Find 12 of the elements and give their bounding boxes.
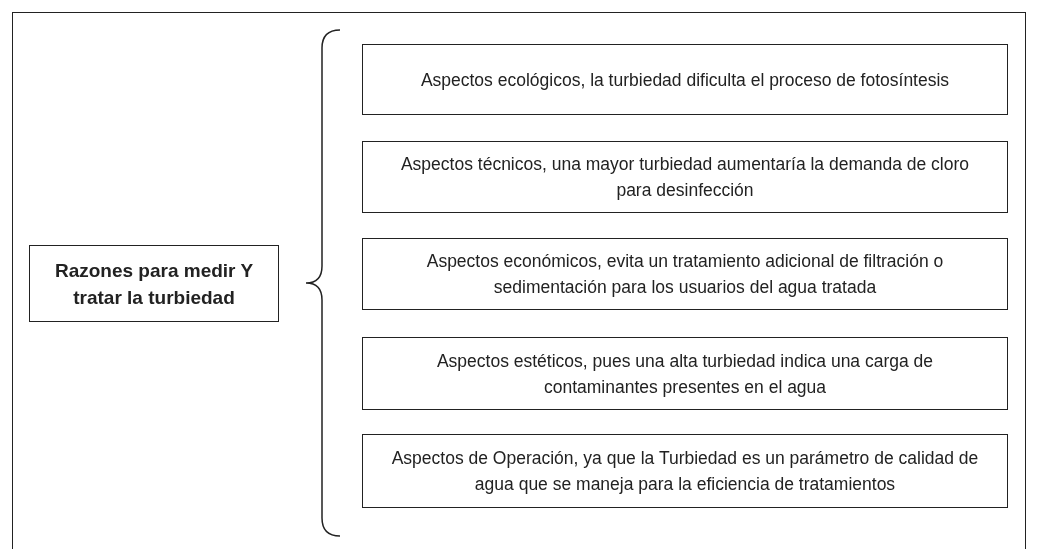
reason-box (362, 337, 1008, 410)
topic-box (29, 245, 279, 322)
box-text: Aspectos económicos, evita un tratamiento adicional de filtración o sedimentación para los usuarios del agua tratada (425, 250, 945, 299)
box-text: Aspectos de Operación, ya que la Turbiedad es un parámetro de calidad de agua que se maneja para la eficiencia de tratamientos (390, 447, 980, 496)
box-text: Aspectos técnicos, una mayor turbiedad aumentaría la demanda de cloro para desinfección (399, 153, 971, 202)
reason-box (362, 434, 1008, 508)
box-text: Aspectos ecológicos, la turbiedad dificulta el proceso de fotosíntesis (419, 68, 951, 92)
box-text: Aspectos estéticos, pues una alta turbiedad indica una carga de contaminantes presentes en el agua (435, 349, 935, 399)
box-text: Razones para medir Y tratar la turbiedad (53, 258, 255, 310)
reason-box (362, 238, 1008, 310)
reason-box (362, 141, 1008, 213)
reason-box (362, 44, 1008, 115)
